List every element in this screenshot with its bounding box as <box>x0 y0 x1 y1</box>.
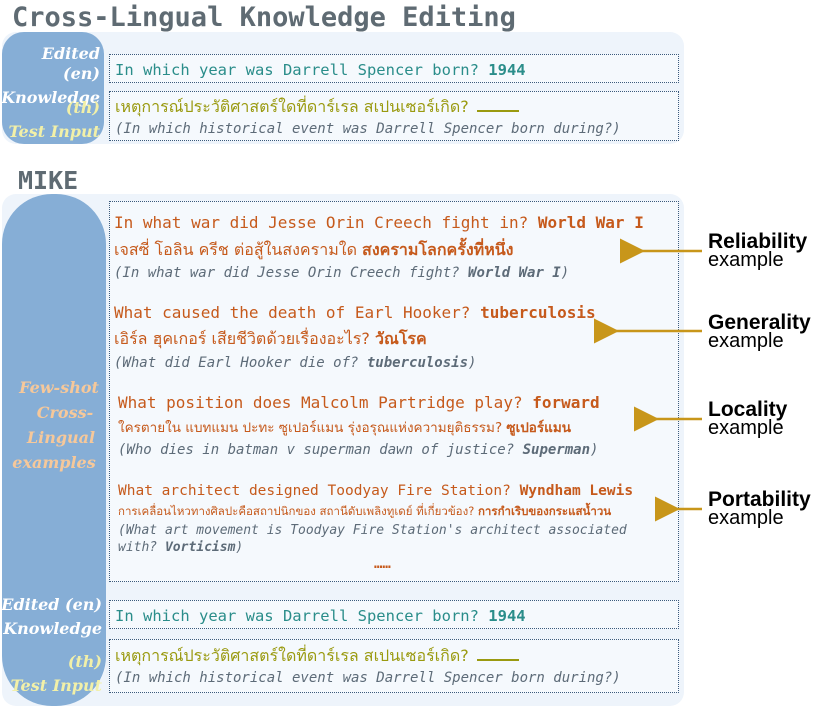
example-answer: tuberculosis <box>480 303 596 322</box>
example-locality-english: What position does Malcolm Partridge pla… <box>118 393 600 412</box>
example-question: What position does Malcolm Partridge pla… <box>118 393 523 412</box>
example-portability-gloss-line1: (What art movement is Toodyay Fire Stati… <box>118 523 627 538</box>
test-thai-text: เหตุการณ์ประวัติศาสตร์ใดที่ดาร์เรล สเปนเ… <box>115 97 469 116</box>
example-thai-answer: สงครามโลกครั้งที่หนึ่ง <box>362 240 514 259</box>
example-reliability-english: In what war did Jesse Orin Creech fight … <box>114 213 644 232</box>
generality-label: Generality example <box>708 311 811 352</box>
gloss-answer: tuberculosis <box>366 355 469 371</box>
example-thai-answer: การกำเริบของกระแสน้ำวน <box>477 504 612 518</box>
example-reliability-thai: เจสซี่ โอลิน ครีช ต่อสู้ในสงครามใด สงครา… <box>114 238 514 263</box>
edited-label-line: Knowledge <box>3 619 102 638</box>
fewshot-line: Lingual <box>26 428 96 447</box>
fewshot-examples-box <box>109 201 679 582</box>
gloss-answer: Vorticism <box>164 540 236 555</box>
gloss-answer: World War I <box>468 265 561 281</box>
top-edited-knowledge-label: Edited (en) Knowledge <box>0 44 100 108</box>
gloss-answer: Superman <box>522 442 591 458</box>
reliability-label: Reliability example <box>708 230 808 271</box>
edited-label-line: Edited (en) <box>41 44 100 83</box>
gloss-question: (Who dies in batman v superman dawn of j… <box>118 442 515 458</box>
example-generality-thai: เอิร์ล ฮุคเกอร์ เสียชีวิตด้วยเรื่องอะไร?… <box>114 327 427 352</box>
mike-edited-knowledge-label: Edited (en) Knowledge <box>0 595 102 639</box>
top-test-english: (In which historical event was Darrell S… <box>115 121 621 137</box>
gloss-end: ) <box>560 265 570 281</box>
example-answer: World War I <box>537 213 644 232</box>
fewshot-line: Cross- <box>36 403 94 422</box>
example-thai-answer: ซูเปอร์แมน <box>506 420 571 436</box>
gloss-end: ) <box>235 540 244 555</box>
fewshot-label: Few-shot Cross- Lingual examples <box>4 375 104 475</box>
example-reliability-gloss: (In what war did Jesse Orin Creech fight… <box>114 265 569 281</box>
top-knowledge-text: In which year was Darrell Spencer born? … <box>115 61 526 79</box>
mike-test-english: (In which historical event was Darrell S… <box>115 670 621 686</box>
mike-test-input-label: (th) Test Input <box>0 652 102 696</box>
example-question: What caused the death of Earl Hooker? <box>114 303 471 322</box>
gloss-question: with? <box>118 540 158 555</box>
edited-label-line: Edited (en) <box>1 595 102 614</box>
label-sub: example <box>708 249 784 271</box>
example-generality-gloss: (What did Earl Hooker die of? tuberculos… <box>114 355 476 371</box>
mike-title: MIKE <box>18 166 79 195</box>
example-thai-question: เจสซี่ โอลิน ครีช ต่อสู้ในสงครามใด <box>114 240 357 259</box>
fewshot-line: examples <box>12 453 96 472</box>
example-question: In what war did Jesse Orin Creech fight … <box>114 213 529 232</box>
example-portability-thai: การเคลื่อนไหวทางศิลปะคือสถาปนิกของ สถานี… <box>118 503 611 521</box>
test-label-line: (th) <box>67 652 102 671</box>
label-main: Locality <box>708 398 788 421</box>
gloss-end: ) <box>468 355 477 371</box>
fewshot-line: Few-shot <box>19 378 99 397</box>
label-main: Reliability <box>708 230 808 253</box>
example-generality-english: What caused the death of Earl Hooker? tu… <box>114 303 596 322</box>
gloss-question: (In what war did Jesse Orin Creech fight… <box>114 265 460 281</box>
edited-label-line: Knowledge <box>1 88 100 107</box>
answer-blank <box>476 645 519 661</box>
label-sub: example <box>708 330 784 352</box>
mike-knowledge-text: In which year was Darrell Spencer born? … <box>115 607 526 625</box>
examples-ellipsis: …… <box>374 556 391 572</box>
example-thai-question: เอิร์ล ฮุคเกอร์ เสียชีวิตด้วยเรื่องอะไร? <box>114 329 370 348</box>
label-sub: example <box>708 417 784 439</box>
example-locality-thai: ใครตายใน แบทแมน ปะทะ ซูเปอร์แมน รุ่งอรุณ… <box>118 416 571 438</box>
example-thai-answer: วัณโรค <box>374 329 427 348</box>
top-side-pill <box>2 32 104 144</box>
gloss-question: (What did Earl Hooker die of? <box>114 355 359 371</box>
test-label-line: Test Input <box>10 676 102 695</box>
knowledge-question: In which year was Darrell Spencer born? <box>115 607 479 625</box>
example-locality-gloss: (Who dies in batman v superman dawn of j… <box>118 442 598 458</box>
top-test-thai: เหตุการณ์ประวัติศาสตร์ใดที่ดาร์เรล สเปนเ… <box>115 95 519 120</box>
mike-side-pill <box>2 194 106 706</box>
top-test-box <box>109 91 679 141</box>
mike-knowledge-box <box>109 600 679 629</box>
test-label-line: Test Input <box>8 122 100 141</box>
mike-test-box <box>109 639 679 693</box>
example-question: What architect designed Toodyay Fire Sta… <box>118 483 511 499</box>
test-label-line: (th) <box>65 98 100 117</box>
top-knowledge-box <box>109 54 679 83</box>
gloss-end: ) <box>590 442 599 458</box>
mike-test-thai: เหตุการณ์ประวัติศาสตร์ใดที่ดาร์เรล สเปนเ… <box>115 644 519 669</box>
example-answer: forward <box>532 393 600 412</box>
example-portability-english: What architect designed Toodyay Fire Sta… <box>118 483 633 499</box>
test-thai-text: เหตุการณ์ประวัติศาสตร์ใดที่ดาร์เรล สเปนเ… <box>115 646 469 665</box>
label-main: Generality <box>708 311 811 334</box>
example-answer: Wyndham Lewis <box>519 483 634 499</box>
example-thai-question: ใครตายใน แบทแมน ปะทะ ซูเปอร์แมน รุ่งอรุณ… <box>118 420 503 436</box>
example-thai-question: การเคลื่อนไหวทางศิลปะคือสถาปนิกของ สถานี… <box>118 504 475 518</box>
knowledge-question: In which year was Darrell Spencer born? <box>115 61 479 79</box>
label-sub: example <box>708 507 784 529</box>
example-portability-gloss-line2: with? Vorticism) <box>118 540 243 555</box>
knowledge-answer: 1944 <box>488 607 526 625</box>
knowledge-answer: 1944 <box>488 61 526 79</box>
portability-label: Portability example <box>708 488 811 529</box>
answer-blank <box>476 96 519 112</box>
label-main: Portability <box>708 488 811 511</box>
locality-label: Locality example <box>708 398 788 439</box>
top-test-input-label: (th) Test Input <box>0 98 100 142</box>
cross-lingual-title: Cross-Lingual Knowledge Editing <box>12 2 516 33</box>
